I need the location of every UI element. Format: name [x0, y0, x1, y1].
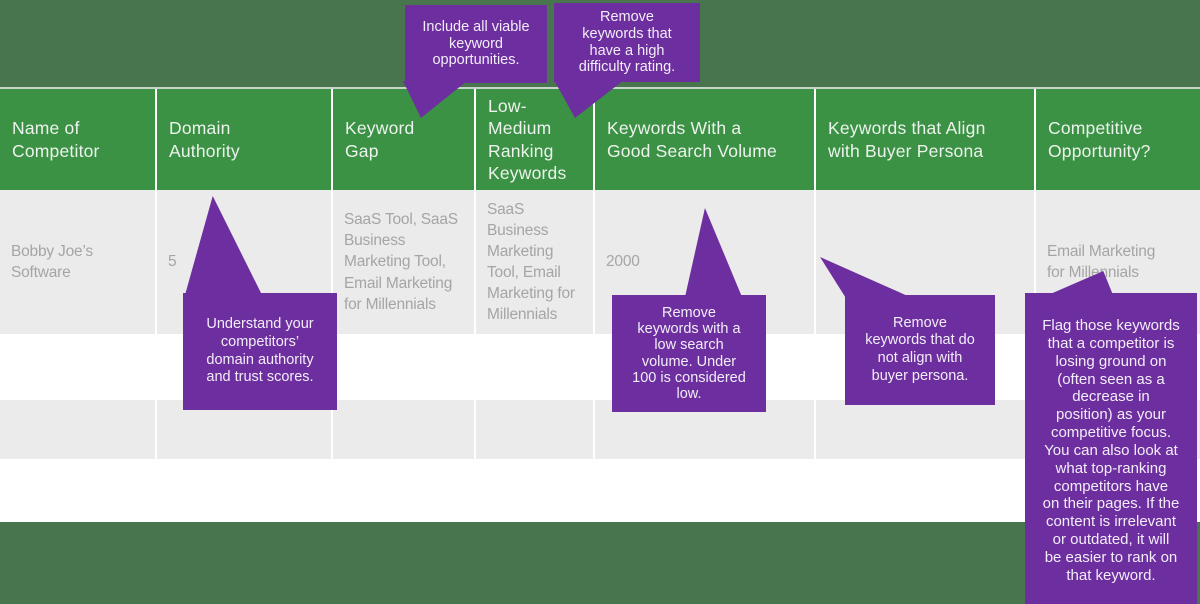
- table-cell: [333, 334, 476, 400]
- callout-competitive-opportunity: Flag those keywords that a competitor is…: [1025, 293, 1197, 604]
- cell-keyword-gap: SaaS Tool, SaaS Business Marketing Tool,…: [333, 190, 476, 334]
- header-good-search-volume: Keywords With a Good Search Volume: [595, 89, 816, 190]
- callout-keyword-gap: Include all viable keyword opportunities…: [405, 5, 547, 83]
- table-cell: [476, 400, 595, 459]
- table-cell: [157, 459, 333, 522]
- competitor-table: Name of Competitor Domain Authority Keyw…: [0, 87, 1200, 522]
- callout-domain-authority: Understand your competitors’ domain auth…: [183, 293, 337, 410]
- table-cell: [0, 334, 157, 400]
- cell-competitor-name: Bobby Joe’s Software: [0, 190, 157, 334]
- header-domain-authority: Domain Authority: [157, 89, 333, 190]
- table-cell: [476, 334, 595, 400]
- callout-search-volume: Remove keywords with a low search volume…: [612, 295, 766, 412]
- table-header-row: Name of Competitor Domain Authority Keyw…: [0, 87, 1200, 190]
- callout-buyer-persona: Remove keywords that do not align with b…: [845, 295, 995, 405]
- header-align-buyer-persona: Keywords that Align with Buyer Persona: [816, 89, 1036, 190]
- table-row-2: [0, 334, 1200, 400]
- table-cell: [476, 459, 595, 522]
- table-row-3: [0, 400, 1200, 459]
- table-row-1: Bobby Joe’s Software 5 SaaS Tool, SaaS B…: [0, 190, 1200, 334]
- callout-low-medium-ranking: Remove keywords that have a high difficu…: [554, 3, 700, 82]
- table-cell: [595, 459, 816, 522]
- header-competitive-opportunity: Competitive Opportunity?: [1036, 89, 1200, 190]
- header-name-of-competitor: Name of Competitor: [0, 89, 157, 190]
- table-cell: [333, 459, 476, 522]
- table-cell: [816, 400, 1036, 459]
- table-cell: [0, 400, 157, 459]
- table-cell: [333, 400, 476, 459]
- table-row-4: [0, 459, 1200, 522]
- table-cell: [0, 459, 157, 522]
- cell-low-medium-keywords: SaaS Business Marketing Tool, Email Mark…: [476, 190, 595, 334]
- header-keyword-gap: Keyword Gap: [333, 89, 476, 190]
- table-cell: [816, 459, 1036, 522]
